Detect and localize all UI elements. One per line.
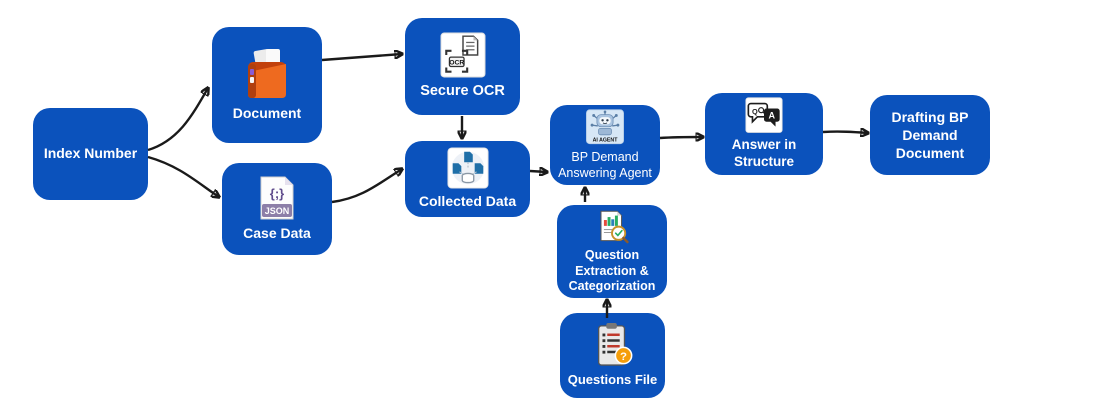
edge-document-to-secure-ocr [321,54,402,62]
edge-index-to-case-data [147,155,219,197]
edge-collected-data-to-bp-agent [529,171,547,172]
svg-text:?: ? [620,351,627,363]
node-label: Drafting BP Demand Document [891,108,969,162]
edge-bp-agent-to-answer [659,137,703,138]
node-label: Index Number [43,145,138,162]
node-case-data[interactable]: {;} JSON Case Data [222,163,332,255]
node-drafting-bp-demand-document[interactable]: Drafting BP Demand Document [870,95,990,175]
node-label: Secure OCR [420,83,505,100]
folder-icon [248,49,286,99]
data-collection-icon [446,147,489,189]
node-question-extraction-categorization[interactable]: Question Extraction & Categorization [557,205,667,298]
node-label: Question Extraction & Categorization [568,248,656,293]
node-questions-file[interactable]: ? Questions File [560,313,665,398]
node-label: Collected Data [418,193,517,210]
edge-index-to-document [147,88,208,152]
node-label: Answer in Structure [731,137,797,170]
svg-text:A: A [769,110,776,120]
svg-text:AI AGENT: AI AGENT [593,137,619,143]
question-answer-bubbles-icon: Q A [745,97,783,133]
node-label: Case Data [243,225,311,242]
node-index-number[interactable]: Index Number [33,108,148,200]
json-file-icon: {;} JSON [260,176,294,220]
svg-text:OCR: OCR [449,60,464,67]
node-label: Questions File [567,372,658,388]
edge-case-data-to-collected-data [331,169,402,204]
node-label: BP Demand Answering Agent [558,149,652,180]
node-collected-data[interactable]: Collected Data [405,141,530,217]
svg-text:Q: Q [752,107,758,116]
svg-text:JSON: JSON [265,206,290,216]
svg-text:{;}: {;} [270,186,284,201]
report-magnifier-icon [600,210,629,244]
node-label: Document [232,105,302,122]
node-bp-demand-answering-agent[interactable]: AI AGENT BP Demand Answering Agent [550,105,660,185]
question-checklist-icon: ? [597,323,632,367]
node-secure-ocr[interactable]: OCR Secure OCR [405,18,520,115]
ai-agent-robot-icon: AI AGENT [586,109,624,145]
node-document[interactable]: Document [212,27,322,143]
edge-answer-to-drafting [822,132,868,133]
ocr-scan-icon: OCR [440,32,485,78]
node-answer-in-structure[interactable]: Q A Answer in Structure [705,93,823,175]
